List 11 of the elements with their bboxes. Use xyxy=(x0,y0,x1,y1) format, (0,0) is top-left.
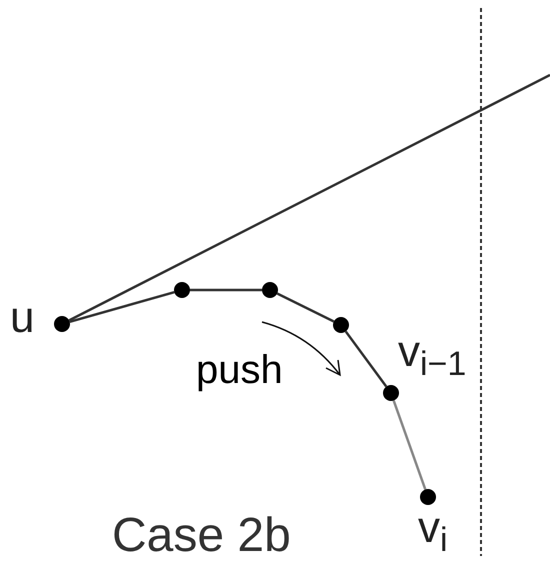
vertex-label: u xyxy=(10,296,34,340)
line-segment xyxy=(68,74,550,322)
vertex-label: v$_{i}$ xyxy=(418,506,448,550)
vertex-label: v$_{i−1}$ xyxy=(398,330,466,374)
line-segment xyxy=(344,330,388,388)
line-segment xyxy=(276,292,334,323)
line-segment xyxy=(69,290,175,324)
line-segment xyxy=(190,288,262,292)
annotation-label: push xyxy=(196,350,283,390)
caption: Case 2b xyxy=(112,512,291,560)
line-segment xyxy=(392,400,426,490)
